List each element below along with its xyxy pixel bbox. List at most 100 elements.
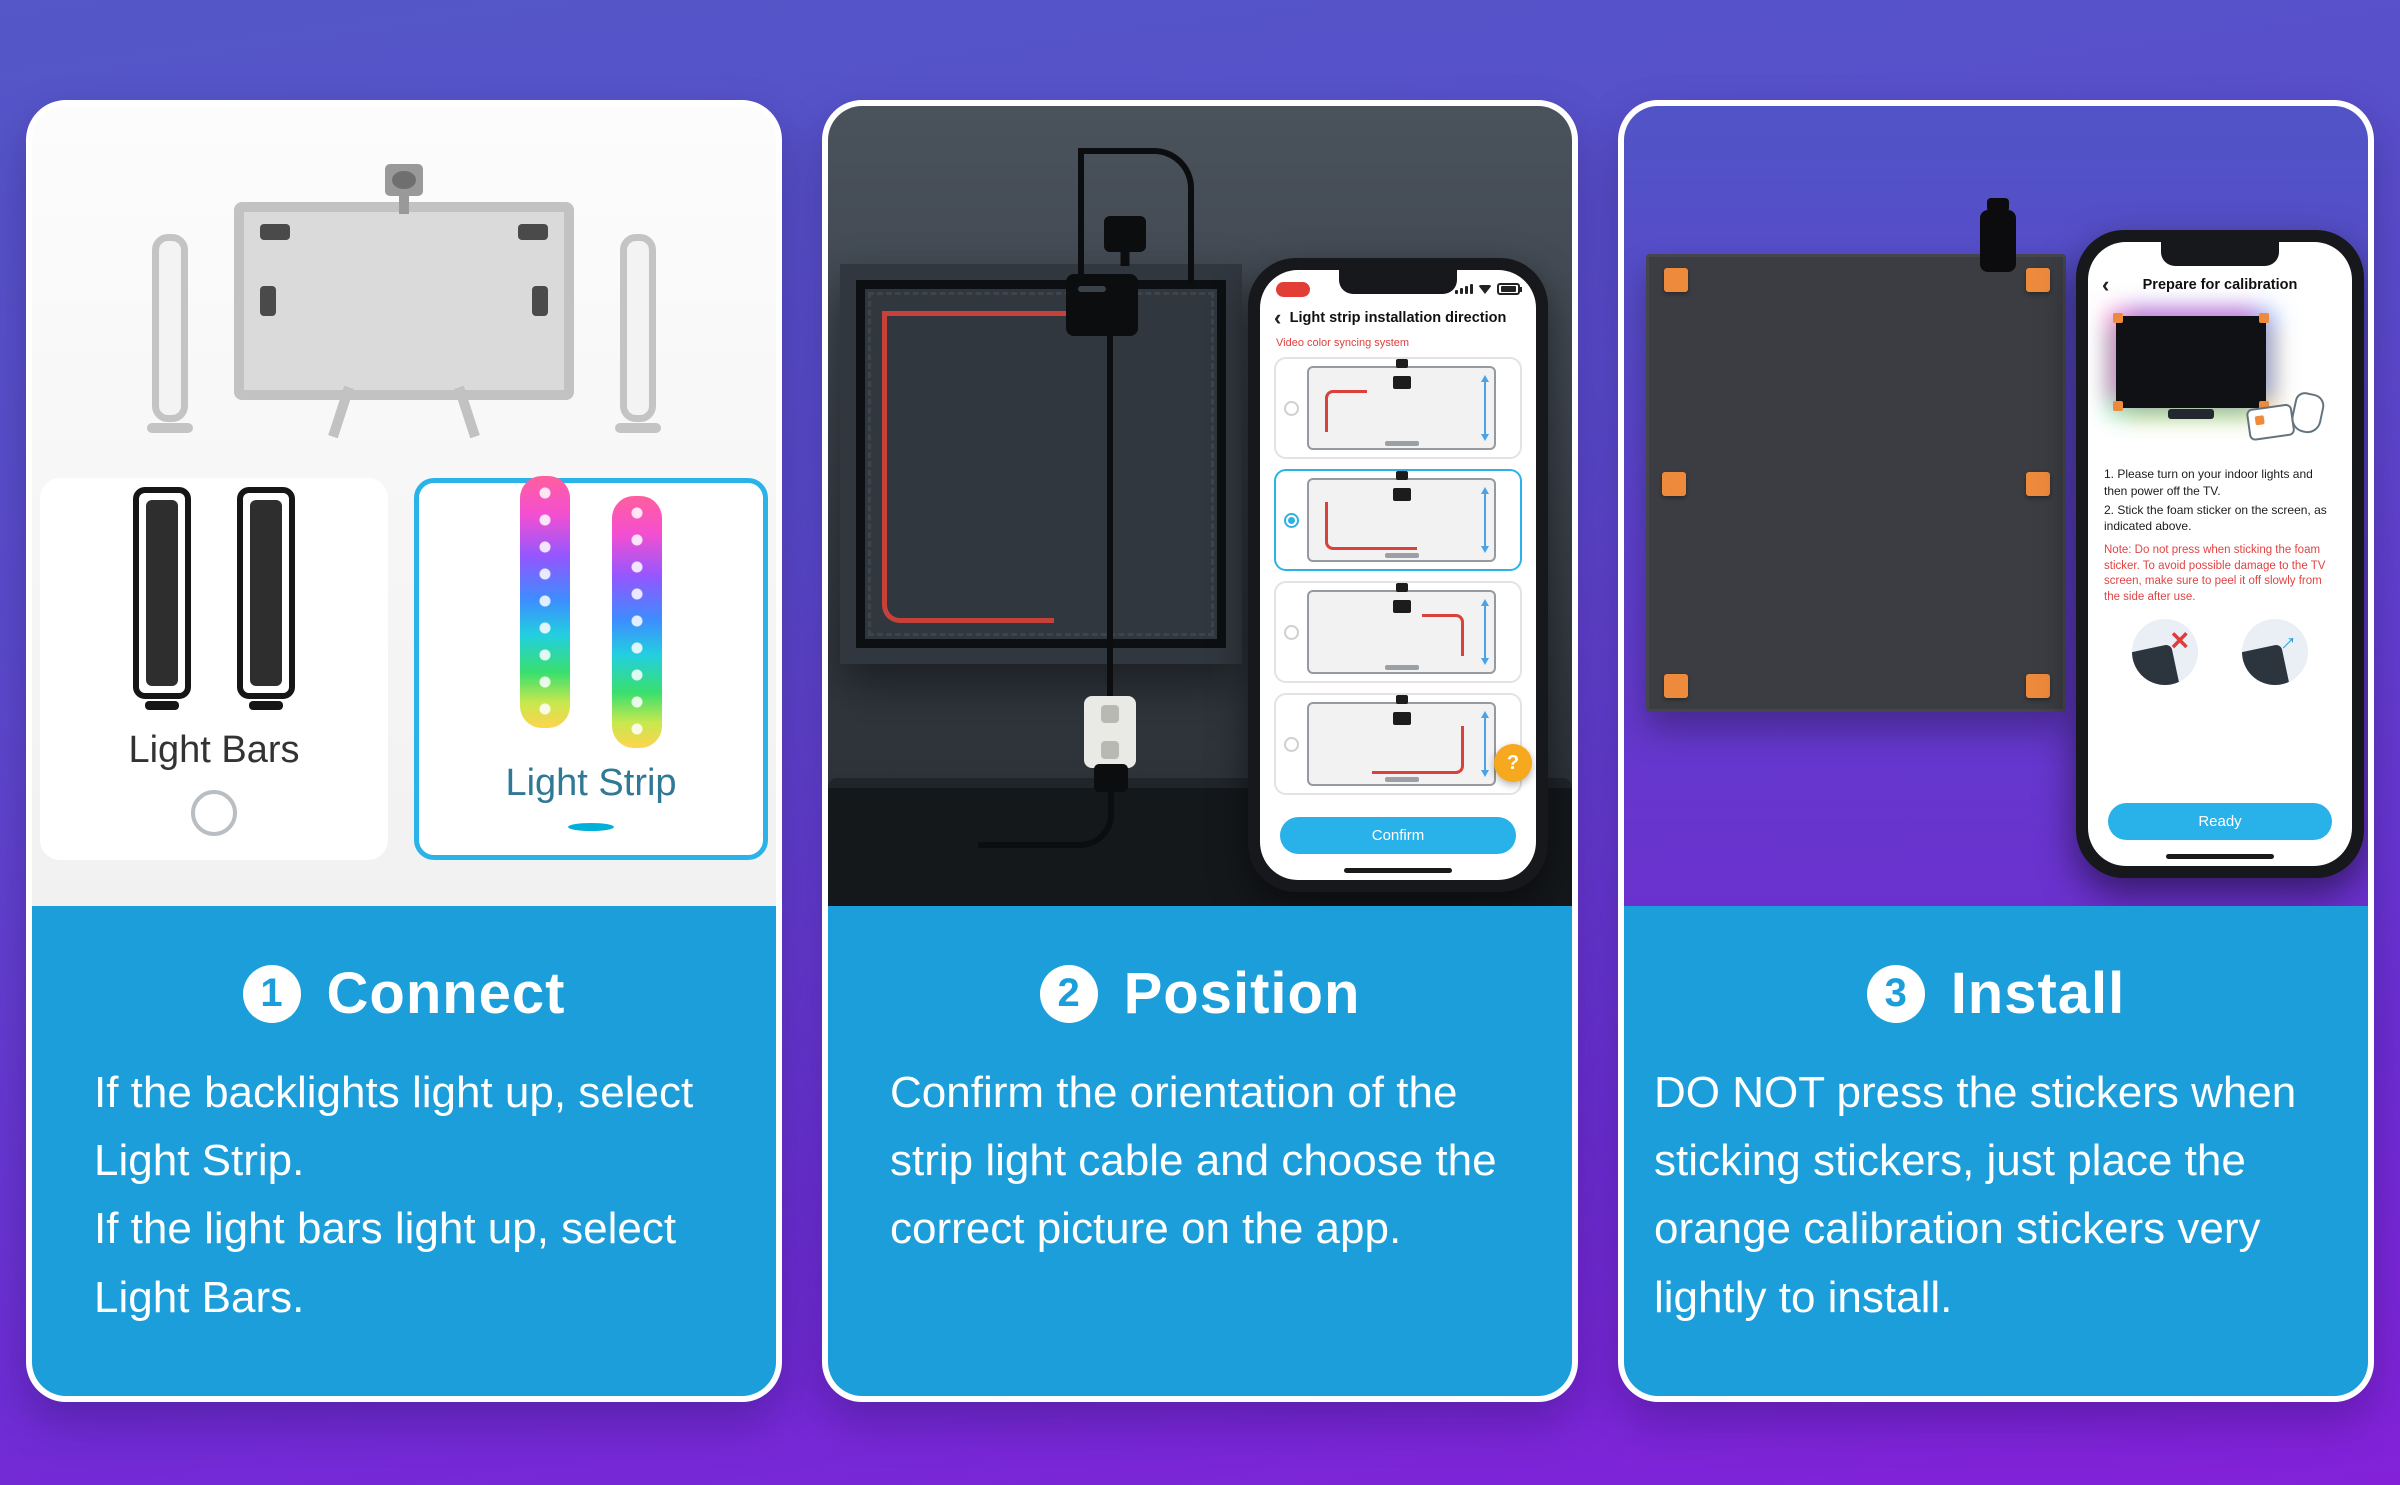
step-title: Install (1950, 961, 2126, 1026)
step-card-connect: Light Bars Light Strip 1 Connect (26, 100, 782, 1402)
calibration-note: Note: Do not press when sticking the foa… (2104, 544, 2326, 603)
height-arrow-icon (1484, 605, 1486, 659)
battery-icon (1497, 283, 1522, 295)
direction-diagram (1307, 471, 1496, 562)
home-indicator (2166, 854, 2274, 859)
option-radio[interactable] (1284, 400, 1299, 416)
black-cable (1188, 212, 1194, 284)
calibration-diagram (2088, 300, 2352, 466)
wifi-icon (1478, 284, 1492, 294)
step-description: If the backlights light up, select Light… (32, 1059, 776, 1332)
device-type-options: Light Bars Light Strip (32, 476, 776, 860)
step-description: DO NOT press the stickers when sticking … (1624, 1059, 2368, 1332)
direction-option-list (1260, 349, 1536, 795)
calibration-sticker (2026, 674, 2050, 698)
option-light-bars[interactable]: Light Bars (40, 478, 388, 860)
help-bubble[interactable]: ? (1494, 744, 1532, 782)
tv-back-illustration (840, 264, 1242, 664)
tv-front-illustration (234, 164, 574, 439)
signal-icon (1455, 284, 1473, 294)
option-light-bars-label: Light Bars (128, 729, 300, 771)
calibration-sticker (2026, 268, 2050, 292)
height-arrow-icon (1484, 493, 1486, 547)
status-icons (1455, 283, 1522, 295)
description-line: If the backlights light up, select Light… (94, 1068, 694, 1186)
power-cord (978, 786, 1114, 848)
instruction-line: 1. Please turn on your indoor lights and… (2104, 467, 2313, 498)
ready-button[interactable]: Ready (2108, 803, 2332, 840)
tv-stand-leg (328, 385, 354, 439)
step-card-position: ‹ Light strip installation direction Vid… (822, 100, 1578, 1402)
direction-diagram (1307, 583, 1496, 674)
camera-icon (1104, 216, 1146, 252)
sticker-mark (260, 286, 276, 316)
calibration-sticker (1662, 472, 1686, 496)
direction-option-4[interactable] (1274, 693, 1522, 795)
light-bar-left-illustration (152, 234, 188, 422)
step-title: Position (1123, 961, 1361, 1026)
direction-option-2-selected[interactable] (1274, 469, 1522, 571)
height-arrow-icon (1484, 717, 1486, 771)
back-icon[interactable]: ‹ (2102, 272, 2110, 297)
app-nav-title: Light strip installation direction (1289, 310, 1507, 326)
carrier-badge (1276, 281, 1310, 297)
description-line: DO NOT press the stickers when sticking … (1654, 1068, 2297, 1322)
peel-slowly-icon: → (2242, 619, 2308, 686)
step-number-badge: 3 (1866, 964, 1925, 1023)
do-dont-icons: × → (2088, 619, 2352, 686)
step-panel-position: 2 Position Confirm the orientation of th… (828, 906, 1572, 1396)
instruction-line: 2. Stick the foam sticker on the screen,… (2104, 502, 2327, 534)
app-screen-direction: ‹ Light strip installation direction Vid… (1260, 270, 1536, 880)
rgb-strip-icon (520, 476, 570, 728)
led-strip-outline (856, 280, 1226, 648)
step-panel-install: 3 Install DO NOT press the stickers when… (1624, 906, 2368, 1396)
black-cable (1078, 148, 1194, 218)
light-strip-radio[interactable] (568, 823, 614, 831)
position-illustration: ‹ Light strip installation direction Vid… (828, 106, 1572, 906)
light-strip-icon (520, 476, 662, 748)
calibration-instructions: 1. Please turn on your indoor lights and… (2088, 466, 2352, 535)
height-arrow-icon (1484, 381, 1486, 435)
direction-diagram (1307, 359, 1496, 450)
light-bar-icon (237, 487, 295, 699)
rgb-strip-icon (612, 496, 662, 748)
option-radio[interactable] (1284, 512, 1299, 528)
direction-option-1[interactable] (1274, 357, 1522, 459)
light-bars-radio[interactable] (191, 790, 237, 836)
red-cable (882, 311, 1054, 623)
direction-diagram (1307, 695, 1496, 786)
camera-clip (1980, 198, 2016, 272)
step-title: Connect (326, 961, 566, 1026)
option-radio[interactable] (1284, 624, 1299, 640)
app-nav-bar: ‹ Prepare for calibration (2088, 244, 2352, 300)
control-box (1066, 274, 1138, 336)
phone-notch (1339, 270, 1457, 294)
app-screen-calibration: ‹ Prepare for calibration 1. Please (2088, 242, 2352, 866)
glowing-tv-icon (2113, 313, 2269, 411)
confirm-button[interactable]: Confirm (1280, 817, 1516, 854)
direction-option-3[interactable] (1274, 581, 1522, 683)
sticker-mark (260, 224, 290, 240)
step-number-badge: 2 (1039, 964, 1098, 1023)
status-bar (1260, 270, 1536, 300)
hand-with-sticker-icon (2244, 390, 2329, 457)
step-description: Confirm the orientation of the strip lig… (828, 1059, 1572, 1264)
camera-icon (385, 164, 423, 196)
sticker-mark (518, 224, 548, 240)
phone-mockup: ‹ Light strip installation direction Vid… (1248, 258, 1548, 892)
dont-press-icon: × (2132, 619, 2198, 686)
description-line: If the light bars light up, select Light… (94, 1204, 677, 1322)
sticker-mark (532, 286, 548, 316)
option-radio[interactable] (1284, 736, 1299, 752)
app-nav-title: Prepare for calibration (2142, 277, 2298, 293)
calibration-sticker (1664, 674, 1688, 698)
tv-stand-leg (454, 385, 480, 439)
back-icon[interactable]: ‹ (1274, 305, 1282, 330)
power-outlet (1084, 696, 1136, 768)
install-illustration: ‹ Prepare for calibration 1. Please (1624, 106, 2368, 906)
red-cable (882, 311, 1068, 316)
light-bar-right-illustration (620, 234, 656, 422)
option-light-strip[interactable]: Light Strip (414, 476, 768, 860)
step-panel-connect: 1 Connect If the backlights light up, se… (32, 906, 776, 1396)
cross-icon: × (2170, 622, 2189, 659)
